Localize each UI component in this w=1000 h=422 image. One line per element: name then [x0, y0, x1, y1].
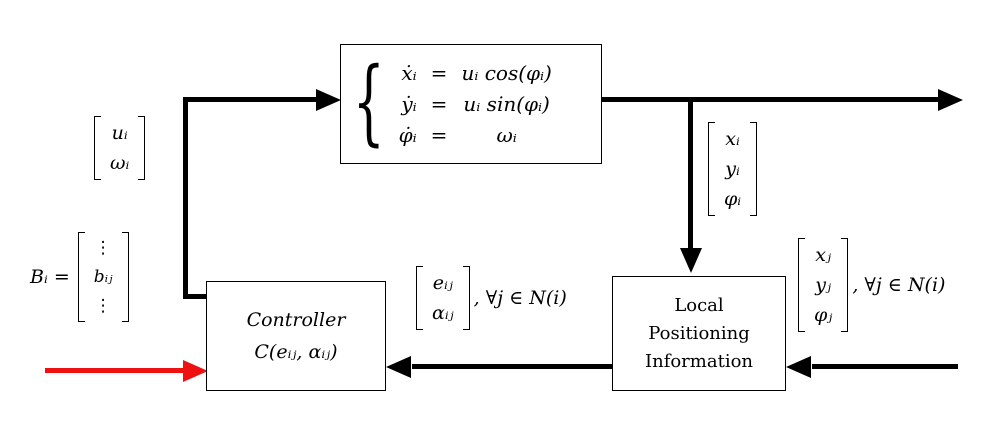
controller-expression: C(eᵢⱼ, αᵢⱼ) — [254, 341, 338, 363]
state-branch-line — [688, 97, 693, 248]
equation-1-equals: = — [430, 61, 448, 85]
vector-entry: xᵢ — [725, 128, 740, 150]
equation-3-equals: = — [430, 123, 448, 147]
vdots-icon: ⋮ — [94, 238, 112, 258]
vdots-icon: ⋮ — [94, 296, 112, 316]
state-vector: xᵢ yᵢ φᵢ — [708, 122, 758, 216]
vector-entry: uᵢ — [111, 122, 128, 144]
local-positioning-box: Local Positioning Information — [612, 276, 786, 391]
error-vector-label: eᵢⱼ αᵢⱼ , ∀j ∈ N(i) — [416, 266, 567, 330]
left-bracket — [77, 232, 85, 322]
vector-entry: yᵢ — [725, 158, 740, 180]
equation-2-rhs: uᵢ sin(φᵢ) — [463, 92, 550, 116]
dynamics-box: { ẋᵢ = uᵢ cos(φᵢ) ẏᵢ = uᵢ sin(φᵢ) φ̇ᵢ = … — [340, 44, 602, 164]
vector-entry: eᵢⱼ — [432, 272, 453, 294]
lpi-line-3: Information — [644, 351, 754, 372]
equation-3-lhs: φ̇ᵢ — [398, 123, 417, 147]
equation-3-rhs: ωᵢ — [496, 123, 517, 147]
feedback-line — [412, 364, 612, 369]
left-bracket — [708, 122, 715, 216]
right-bracket — [750, 122, 758, 216]
neighbor-vector: xⱼ yⱼ φⱼ — [798, 238, 849, 332]
dynamics-input-arrowhead — [316, 88, 341, 111]
right-bracket — [121, 232, 129, 322]
error-quantifier: , ∀j ∈ N(i) — [473, 287, 567, 309]
gain-vector: ⋮ bᵢⱼ ⋮ — [77, 232, 129, 322]
neighbor-quantifier: , ∀j ∈ N(i) — [852, 274, 946, 296]
vector-entry: xⱼ — [815, 244, 832, 266]
gain-input-line — [45, 368, 183, 373]
equation-1-lhs: ẋᵢ — [401, 61, 417, 85]
input-vector-label: uᵢ ωᵢ — [94, 116, 146, 180]
vector-entry: yⱼ — [815, 274, 832, 296]
equation-2-equals: = — [430, 92, 448, 116]
input-vector: uᵢ ωᵢ — [94, 116, 146, 180]
vector-entry: αᵢⱼ — [432, 302, 454, 324]
vector-entry: bᵢⱼ — [93, 267, 113, 287]
vector-entry: φᵢ — [724, 188, 742, 210]
output-arrowhead — [938, 88, 963, 111]
state-branch-arrowhead — [679, 248, 702, 273]
controller-box: Controller C(eᵢⱼ, αᵢⱼ) — [206, 281, 386, 391]
right-bracket — [462, 266, 470, 330]
equation-1-rhs: uᵢ cos(φᵢ) — [461, 61, 552, 85]
neighbor-input-arrowhead — [786, 355, 811, 378]
right-bracket — [138, 116, 146, 180]
right-bracket — [841, 238, 849, 332]
error-vector: eᵢⱼ αᵢⱼ — [416, 266, 470, 330]
curly-brace: { — [352, 49, 385, 157]
neighbor-vector-label: xⱼ yⱼ φⱼ , ∀j ∈ N(i) — [798, 238, 945, 332]
gain-vector-label: Bᵢ = ⋮ bᵢⱼ ⋮ — [30, 232, 129, 322]
controller-title: Controller — [246, 309, 346, 331]
gain-vector-name: Bᵢ = — [30, 266, 70, 288]
controller-to-dynamics-stub-line — [183, 294, 207, 299]
left-bracket — [416, 266, 423, 330]
vector-entry: ωᵢ — [110, 152, 130, 174]
gain-input-arrowhead — [183, 359, 208, 382]
dynamics-output-line — [602, 97, 938, 102]
left-bracket — [798, 238, 805, 332]
dynamics-equations: ẋᵢ = uᵢ cos(φᵢ) ẏᵢ = uᵢ sin(φᵢ) φ̇ᵢ = ωᵢ — [399, 61, 552, 147]
controller-to-dynamics-horizontal-line — [183, 97, 316, 102]
left-bracket — [94, 116, 101, 180]
lpi-line-2: Positioning — [648, 323, 750, 344]
equation-2-lhs: ẏᵢ — [401, 92, 417, 116]
vector-entry: φⱼ — [814, 304, 833, 326]
feedback-arrowhead — [386, 355, 411, 378]
lpi-line-1: Local — [674, 295, 724, 316]
state-vector-label: xᵢ yᵢ φᵢ — [708, 122, 758, 216]
neighbor-input-line — [812, 364, 958, 369]
controller-to-dynamics-vertical-line — [183, 97, 188, 299]
